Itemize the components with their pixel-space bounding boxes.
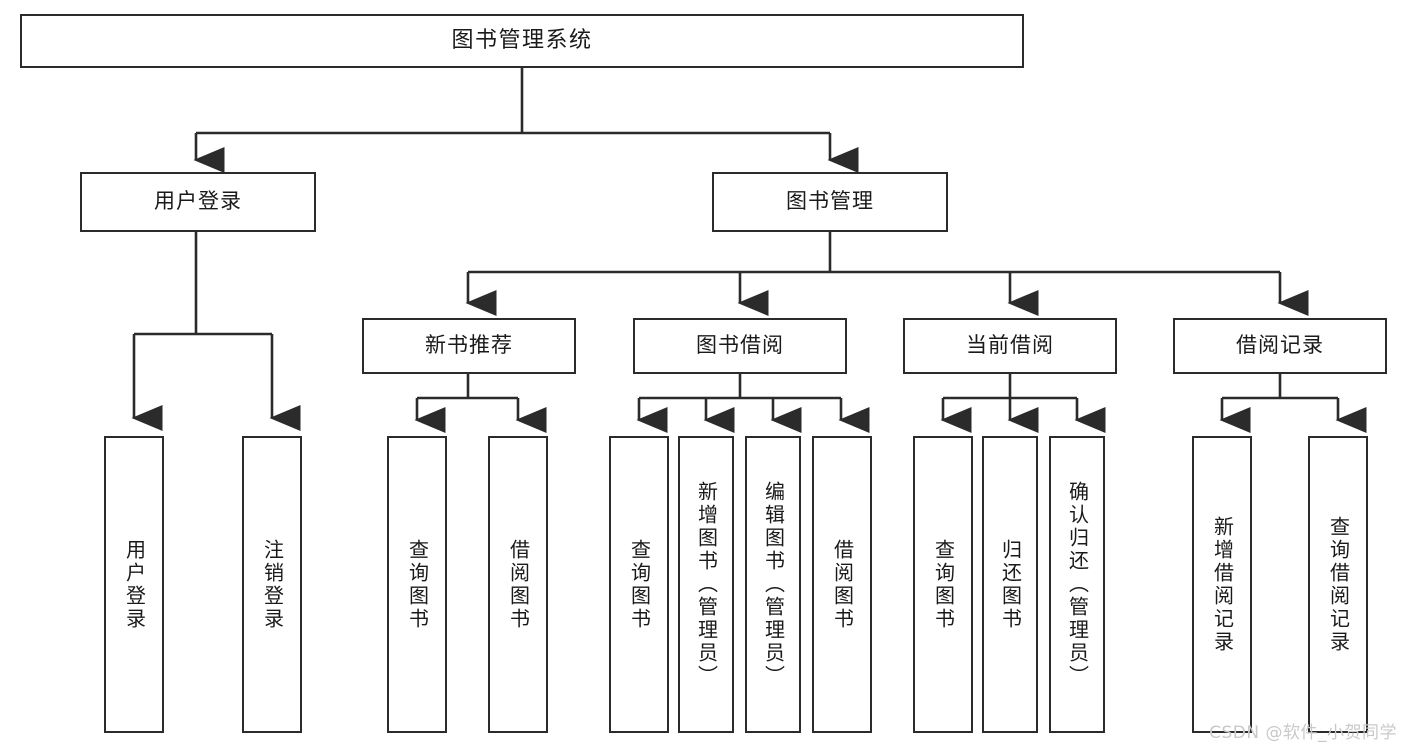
node-label: 新增借阅记录 [1210,515,1235,654]
node-label: 确认归还（管理员） [1065,481,1090,688]
leaf-add-book-admin[interactable]: 新增图书（管理员） [678,436,734,733]
node-label: 借阅记录 [1236,333,1324,358]
node-current-borrow[interactable]: 当前借阅 [903,318,1117,374]
leaf-query-borrow-record[interactable]: 查询借阅记录 [1308,436,1368,733]
node-label: 注销登录 [260,538,285,631]
leaf-user-login[interactable]: 用户登录 [104,436,164,733]
leaf-return-book[interactable]: 归还图书 [982,436,1038,733]
node-label: 新增图书（管理员） [694,481,719,688]
node-borrow-record[interactable]: 借阅记录 [1173,318,1387,374]
node-label: 借阅图书 [506,538,531,631]
node-root-system[interactable]: 图书管理系统 [20,14,1024,68]
node-label: 查询图书 [627,538,652,631]
leaf-borrow-book[interactable]: 借阅图书 [812,436,872,733]
leaf-query-book-borrow[interactable]: 查询图书 [609,436,669,733]
node-new-book-recommend[interactable]: 新书推荐 [362,318,576,374]
node-label: 查询图书 [931,538,956,631]
leaf-edit-book-admin[interactable]: 编辑图书（管理员） [745,436,801,733]
node-label: 借阅图书 [830,538,855,631]
node-label: 当前借阅 [966,333,1054,358]
node-label: 用户登录 [122,538,147,631]
node-label: 编辑图书（管理员） [761,481,786,688]
watermark-text: CSDN @软件_小贺同学 [1209,723,1397,743]
node-book-borrow[interactable]: 图书借阅 [633,318,847,374]
leaf-add-borrow-record[interactable]: 新增借阅记录 [1192,436,1252,733]
node-label: 新书推荐 [425,333,513,358]
leaf-query-book-current[interactable]: 查询图书 [913,436,973,733]
leaf-confirm-return-admin[interactable]: 确认归还（管理员） [1049,436,1105,733]
node-label: 查询借阅记录 [1326,515,1351,654]
node-label: 用户登录 [154,189,242,214]
node-label: 图书管理系统 [451,27,593,53]
node-label: 查询图书 [405,538,430,631]
leaf-borrow-book-recommend[interactable]: 借阅图书 [488,436,548,733]
node-book-management[interactable]: 图书管理 [712,172,948,232]
node-label: 图书管理 [786,189,874,214]
leaf-query-book-recommend[interactable]: 查询图书 [387,436,447,733]
node-label: 归还图书 [998,538,1023,631]
leaf-logout[interactable]: 注销登录 [242,436,302,733]
node-label: 图书借阅 [696,333,784,358]
node-user-login[interactable]: 用户登录 [80,172,316,232]
